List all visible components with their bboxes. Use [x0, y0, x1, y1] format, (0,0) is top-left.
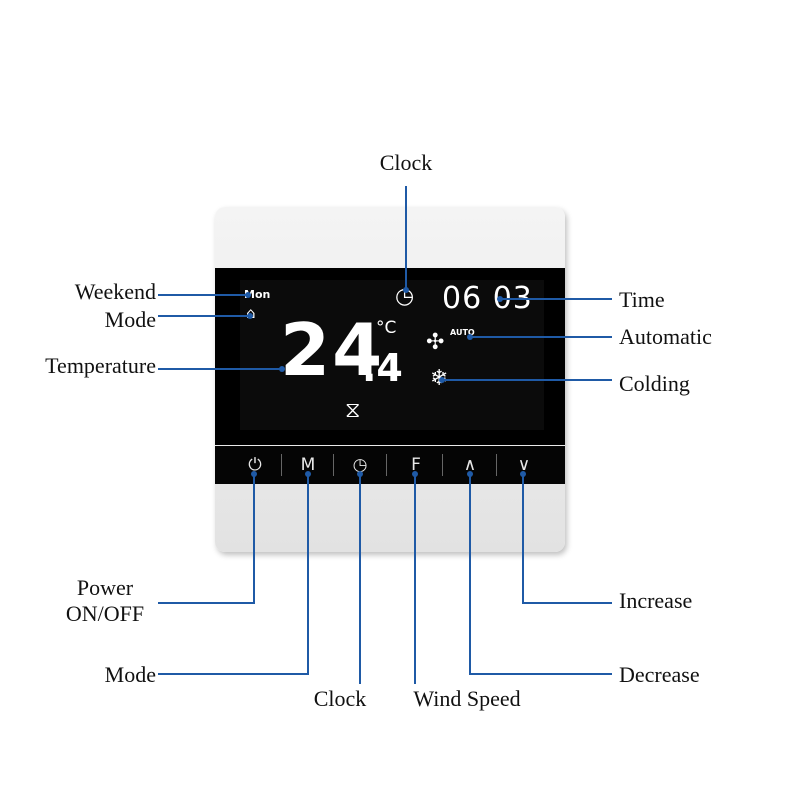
- clock-display-icon: ◷: [395, 284, 415, 309]
- valve-icon: ⧖: [345, 398, 361, 423]
- button-separator: [333, 454, 334, 476]
- label-power: Power ON/OFF: [50, 575, 160, 627]
- label-power-line2: ON/OFF: [65, 601, 145, 626]
- button-separator: [281, 454, 282, 476]
- home-mode-icon: ⌂: [246, 304, 256, 322]
- increase-button[interactable]: ∧: [463, 455, 477, 475]
- decrease-button[interactable]: ∨: [517, 455, 531, 475]
- fan-auto-indicator: AUTO: [450, 328, 475, 337]
- snowflake-icon: ❄: [430, 366, 449, 391]
- fan-speed-button[interactable]: F: [411, 455, 421, 475]
- mode-button[interactable]: M: [300, 455, 316, 475]
- fan-icon: ✣: [426, 330, 445, 355]
- label-decrease: Decrease: [619, 662, 700, 687]
- label-wind-speed: Wind Speed: [413, 686, 521, 711]
- label-increase: Increase: [619, 588, 693, 613]
- temperature-decimal: .4: [362, 346, 403, 390]
- temperature-unit: °C: [376, 318, 397, 338]
- label-power-line1: Power: [76, 575, 134, 600]
- label-mode-left: Mode: [104, 307, 156, 332]
- power-button[interactable]: ⏻: [248, 455, 262, 475]
- button-separator: [386, 454, 387, 476]
- label-automatic: Automatic: [619, 324, 712, 349]
- label-colding: Colding: [619, 371, 690, 396]
- button-separator: [496, 454, 497, 476]
- label-mode-bottom: Mode: [104, 662, 156, 687]
- temperature-value: 24: [280, 308, 385, 392]
- weekday-indicator: Mon: [244, 288, 271, 301]
- label-weekend: Weekend: [74, 279, 156, 304]
- label-time: Time: [619, 287, 665, 312]
- clock-button[interactable]: ◷: [352, 455, 368, 475]
- label-clock-bottom: Clock: [313, 686, 367, 711]
- button-bar: [215, 446, 565, 484]
- label-temperature: Temperature: [45, 353, 156, 378]
- lcd-display-area: [240, 280, 544, 430]
- button-separator: [442, 454, 443, 476]
- label-clock-top: Clock: [379, 150, 433, 175]
